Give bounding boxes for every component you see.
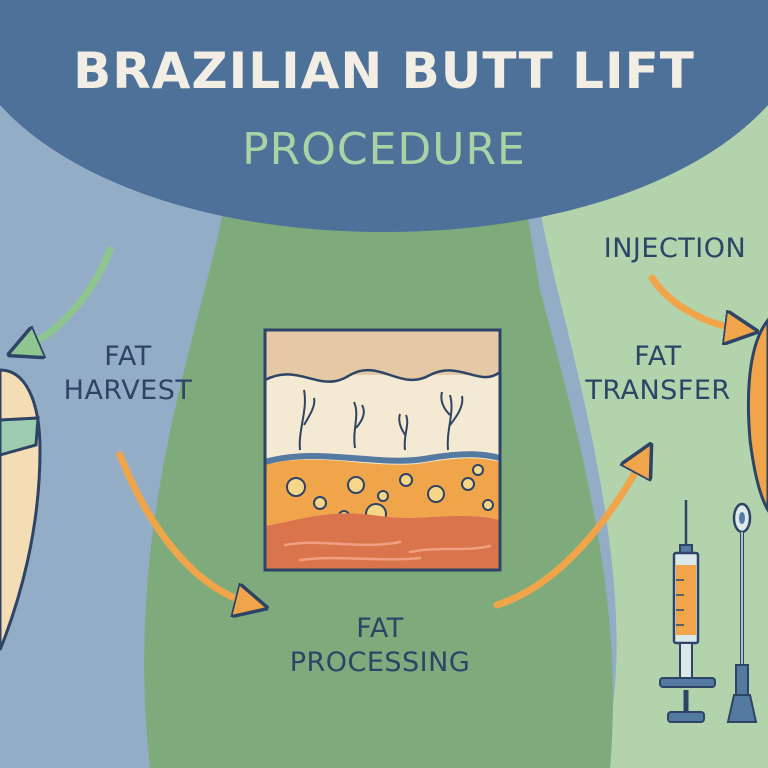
step-label-harvest-line1: FAT <box>104 341 152 372</box>
cannula-icon <box>726 502 758 723</box>
step-label-transfer-line1: FAT <box>634 341 682 372</box>
arrow-harvest-to-processing <box>116 451 255 605</box>
step-label-harvest: FAT HARVEST <box>38 340 218 408</box>
diagram-subtitle: PROCEDURE <box>242 124 526 175</box>
step-label-processing-line2: PROCESSING <box>289 647 471 678</box>
step-label-harvest-line2: HARVEST <box>63 375 193 406</box>
left-body-illustration <box>0 368 42 651</box>
arrow-to-harvest <box>20 246 114 350</box>
diagram-title: BRAZILIAN BUTT LIFT <box>73 42 695 100</box>
arrow-processing-to-transfer <box>493 455 645 609</box>
tissue-cross-section <box>263 328 502 572</box>
header-banner <box>0 0 768 232</box>
injection-label: INJECTION <box>603 233 747 264</box>
arrow-injection <box>648 274 745 330</box>
syringe-icon <box>659 500 716 723</box>
step-label-transfer-line2: TRANSFER <box>585 375 731 406</box>
step-label-processing: FAT PROCESSING <box>280 612 480 680</box>
step-label-transfer: FAT TRANSFER <box>568 340 748 408</box>
step-label-processing-line1: FAT <box>356 613 404 644</box>
